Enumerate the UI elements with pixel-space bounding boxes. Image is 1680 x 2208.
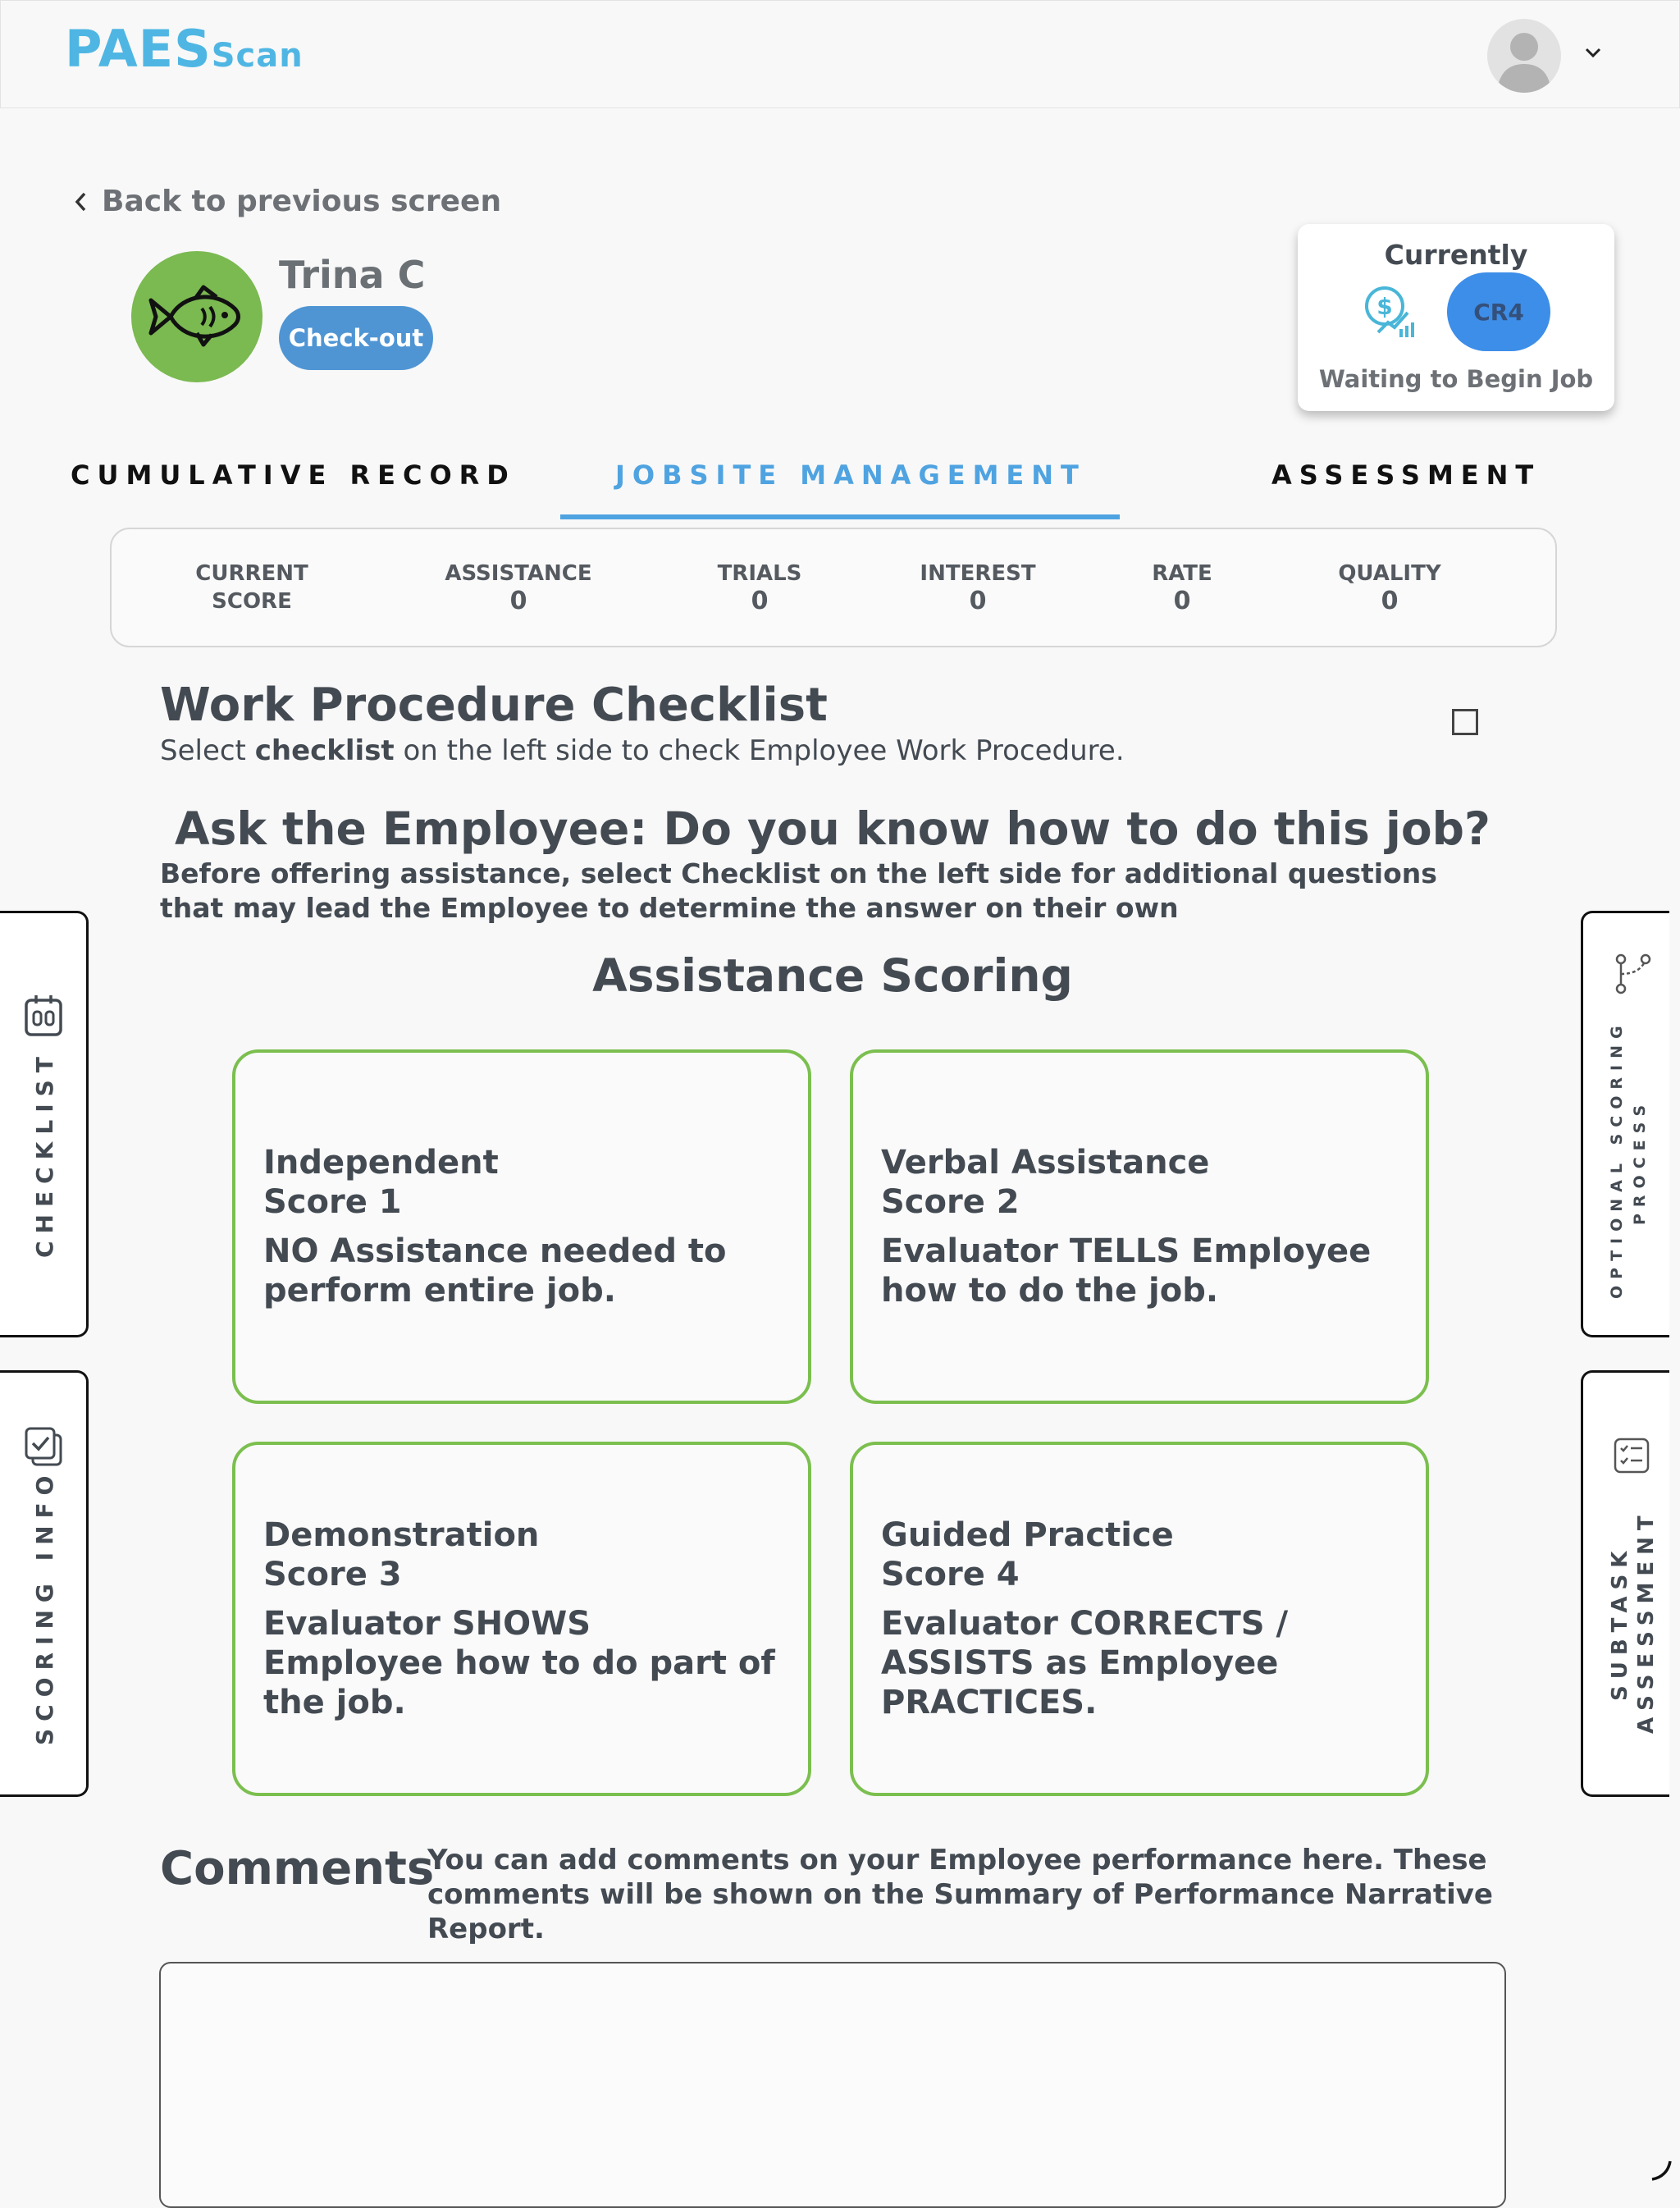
score-label: INTEREST — [920, 561, 1036, 586]
user-avatar[interactable] — [1487, 19, 1561, 93]
card-name: Guided Practice — [881, 1516, 1174, 1554]
score-label: TRIALS — [717, 561, 802, 586]
svg-text:$: $ — [1376, 293, 1392, 320]
status-text: Waiting to Begin Job — [1318, 365, 1594, 393]
logo-sub: Scan — [211, 37, 304, 75]
assistance-scoring-title: Assistance Scoring — [592, 949, 1073, 1002]
card-score: Score 3 — [263, 1556, 402, 1593]
score-value: 0 — [751, 587, 769, 615]
work-procedure-title: Work Procedure Checklist — [160, 679, 828, 732]
optional-scoring-label-line2: PROCESS — [1631, 1098, 1649, 1225]
current-score-bar: CURRENT SCORE ASSISTANCE 0 TRIALS 0 INTE… — [110, 528, 1557, 647]
pay-rate-icon: $ — [1365, 286, 1414, 337]
back-link-label: Back to previous screen — [102, 185, 502, 218]
side-tab-checklist[interactable]: CHECKLIST — [0, 911, 89, 1337]
optional-scoring-label-line1: OPTIONAL SCORING — [1608, 1019, 1626, 1299]
status-code-badge: CR4 — [1447, 272, 1550, 351]
score-value: 0 — [1381, 587, 1399, 615]
checklist-icon — [25, 995, 62, 1036]
card-name: Verbal Assistance — [881, 1144, 1210, 1182]
ask-employee-subtitle: Before offering assistance, select Check… — [160, 857, 1437, 924]
tab-jobsite-management[interactable]: JOBSITE MANAGEMENT — [615, 459, 1086, 491]
card-description: NO Assistance needed to perform entire j… — [263, 1232, 727, 1310]
side-tab-optional-scoring-process[interactable]: OPTIONAL SCORING PROCESS — [1581, 911, 1669, 1337]
current-score-label: CURRENT SCORE — [194, 560, 310, 615]
employee-name: Trina C — [279, 253, 426, 297]
wp-sub-bold: checklist — [254, 734, 395, 767]
side-tab-scoring-info[interactable]: SCORING INFO — [0, 1370, 89, 1797]
card-name: Demonstration — [263, 1516, 540, 1554]
tab-cumulative-record[interactable]: CUMULATIVE RECORD — [71, 459, 516, 491]
process-flow-icon — [1615, 953, 1651, 994]
checklist-label: CHECKLIST — [31, 1049, 58, 1258]
scoring-info-icon — [25, 1427, 62, 1466]
card-verbal-assistance[interactable]: Verbal Assistance Score 2 Evaluator TELL… — [850, 1049, 1429, 1404]
back-link[interactable]: Back to previous screen — [74, 185, 501, 218]
card-independent[interactable]: Independent Score 1 NO Assistance needed… — [232, 1049, 811, 1404]
user-silhouette-icon — [1497, 33, 1551, 93]
score-label: QUALITY — [1338, 561, 1441, 586]
logo-main: PAES — [65, 19, 212, 79]
score-label: ASSISTANCE — [445, 561, 592, 586]
scoring-info-label: SCORING INFO — [31, 1468, 58, 1745]
resize-handle-icon[interactable] — [1649, 2158, 1673, 2183]
chevron-down-icon[interactable] — [1582, 42, 1604, 63]
app-header: PAESScan — [0, 0, 1680, 108]
score-trials: TRIALS 0 — [702, 560, 817, 615]
paes-scan-logo[interactable]: PAESScan — [65, 19, 304, 79]
score-label: RATE — [1152, 561, 1212, 586]
wp-sub-post: on the left side to check Employee Work … — [394, 734, 1125, 767]
work-procedure-subtitle: Select checklist on the left side to che… — [160, 734, 1125, 767]
current-score-label-line1: CURRENT — [195, 561, 308, 586]
card-description: Evaluator SHOWS Employee how to do part … — [263, 1605, 775, 1721]
active-tab-indicator — [560, 514, 1120, 519]
score-value: 0 — [1173, 587, 1191, 615]
chevron-left-icon — [75, 192, 86, 211]
status-title: Currently — [1384, 239, 1528, 271]
fish-icon — [148, 285, 240, 347]
check-out-button[interactable]: Check-out — [279, 306, 433, 370]
card-score: Score 1 — [263, 1183, 402, 1221]
wp-sub-pre: Select — [160, 734, 255, 767]
current-score-label-line2: SCORE — [212, 589, 292, 614]
card-score: Score 2 — [881, 1183, 1020, 1221]
score-quality: QUALITY 0 — [1324, 560, 1455, 615]
side-tab-subtask-assessment[interactable]: SUBTASK ASSESSMENT — [1581, 1370, 1669, 1797]
score-value: 0 — [969, 587, 987, 615]
card-guided-practice[interactable]: Guided Practice Score 4 Evaluator CORREC… — [850, 1442, 1429, 1796]
card-score: Score 4 — [881, 1556, 1020, 1593]
comments-subtitle: You can add comments on your Employee pe… — [427, 1844, 1493, 1945]
subtask-label-line1: SUBTASK — [1608, 1544, 1632, 1701]
card-description: Evaluator TELLS Employee how to do the j… — [881, 1232, 1372, 1310]
current-status-card: Currently $ CR4 Waiting to Begin Job — [1298, 224, 1614, 411]
subtask-label-line2: ASSESSMENT — [1634, 1509, 1659, 1734]
score-value: 0 — [509, 587, 527, 615]
card-description: Evaluator CORRECTS / ASSISTS as Employee… — [881, 1605, 1289, 1721]
score-interest: INTEREST 0 — [912, 560, 1043, 615]
score-assistance: ASSISTANCE 0 — [436, 560, 600, 615]
score-rate: RATE 0 — [1137, 560, 1227, 615]
comments-textarea[interactable] — [159, 1962, 1506, 2208]
employee-avatar — [131, 251, 262, 382]
tab-assessment[interactable]: ASSESSMENT — [1271, 459, 1541, 491]
comments-title: Comments — [160, 1842, 435, 1895]
work-procedure-checkbox[interactable] — [1452, 709, 1478, 735]
card-name: Independent — [263, 1144, 499, 1182]
ask-employee-title: Ask the Employee: Do you know how to do … — [175, 802, 1491, 855]
card-demonstration[interactable]: Demonstration Score 3 Evaluator SHOWS Em… — [232, 1442, 811, 1796]
task-list-icon — [1614, 1438, 1650, 1474]
